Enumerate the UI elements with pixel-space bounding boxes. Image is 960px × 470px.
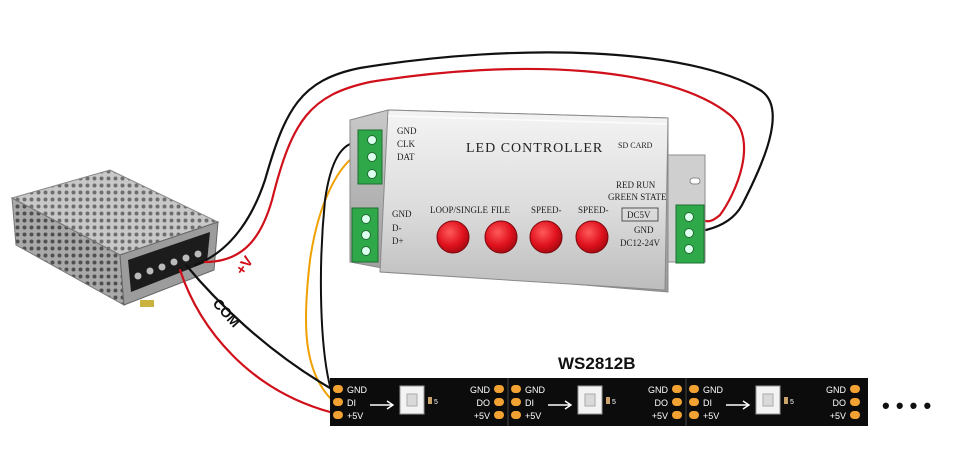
strip-pin-label-right: GND [826,385,847,395]
solder-pad [511,385,521,393]
pin-dat: DAT [397,152,415,162]
solder-pad [689,385,699,393]
strip-pin-label-left: +5V [703,411,719,421]
button-label-speed-2: SPEED- [578,205,609,215]
controller-title: LED CONTROLLER [466,141,603,156]
pin-d-minus: D- [392,223,402,233]
solder-pad [672,398,682,406]
strip-pin-label-right: GND [648,385,669,395]
solder-pad [333,398,343,406]
solder-pad [672,385,682,393]
strip-segment: GND DI +5V 5 GND DO +5V [689,385,860,421]
svg-text:COM: COM [210,295,244,330]
power-supply [10,169,220,307]
wire-psu-to-controller-black [193,51,774,267]
strip-pin-label-right: DO [477,398,491,408]
svg-text:+V: +V [232,253,257,278]
solder-pad [494,411,504,419]
wire-psu-to-controller-red [203,67,746,264]
strip-pin-label-right: DO [655,398,669,408]
strip-pin-label-left: GND [525,385,546,395]
solder-pad [672,411,682,419]
button-speed-up[interactable] [575,220,609,254]
pin-gnd-top: GND [397,126,417,136]
wires [178,51,774,414]
solder-pad [850,411,860,419]
strip-pin-label-left: DI [703,398,712,408]
solder-pad [850,398,860,406]
solder-pad [333,385,343,393]
pin-gnd-mid: GND [392,209,412,219]
strip-title: WS2812B [558,354,635,373]
pin-d-plus: D+ [392,236,404,246]
led-controller: GND CLK DAT GND D- D+ LED CONTROLLER SD … [349,109,706,293]
strip-pin-label-right: GND [470,385,491,395]
sd-card-label: SD CARD [618,141,653,150]
strip-segment: GND DI +5V 5 GND DO +5V [511,385,682,421]
solder-pad [511,398,521,406]
solder-pad [689,411,699,419]
button-label-loop-single: LOOP/SINGLE [430,205,489,215]
capacitor-icon [784,397,788,404]
status-red-label: RED RUN [616,180,656,190]
power-range-label: DC12-24V [620,238,660,248]
strip-pin-label-left: +5V [347,411,363,421]
data-direction-arrow-icon [548,400,573,410]
strip-pin-label-left: GND [703,385,724,395]
pin-clk: CLK [397,139,416,149]
data-direction-arrow-icon [726,400,751,410]
solder-pad [689,398,699,406]
strip-pin-label-left: DI [347,398,356,408]
strip-pin-label-right: +5V [652,411,668,421]
strip-pin-label-right: DO [833,398,847,408]
solder-pad [511,411,521,419]
button-speed-down[interactable] [529,220,563,254]
chip-label: 5 [612,399,616,406]
button-file[interactable] [484,220,518,254]
power-gnd-label: GND [634,225,654,235]
strip-pin-label-left: +5V [525,411,541,421]
strip-pin-label-right: +5V [474,411,490,421]
strip-continuation-ellipsis: • • • • [882,393,931,418]
wire-dat-yellow [304,151,363,401]
chip-label: 5 [434,399,438,406]
status-green-label: GREEN STATE [608,192,667,202]
led-strip: GND DI +5V 5 GND DO +5V GND DI +5V 5 GND DO +5V GND DI +… [330,378,868,426]
wire-label-com: COM [210,295,244,330]
terminal-screws [134,250,202,280]
solder-pad [850,385,860,393]
capacitor-icon [428,397,432,404]
solder-pad [494,398,504,406]
strip-segment: GND DI +5V 5 GND DO +5V [333,385,504,421]
strip-pin-label-right: +5V [830,411,846,421]
wire-label-plus-v: +V [232,253,257,278]
wire-gnd-black-strip [319,140,363,391]
capacitor-icon [606,397,610,404]
wire-plus-red [178,268,332,414]
led-chip-icon [399,385,425,415]
input-dc5v-label: DC5V [627,210,651,220]
button-loop-single[interactable] [436,220,470,254]
strip-pin-label-left: GND [347,385,368,395]
strip-pin-label-left: DI [525,398,534,408]
button-label-file: FILE [491,205,511,215]
solder-pad [333,411,343,419]
wire-com-black [184,263,332,390]
solder-pad [494,385,504,393]
chip-label: 5 [790,399,794,406]
data-direction-arrow-icon [370,400,395,410]
button-label-speed-1: SPEED- [531,205,562,215]
